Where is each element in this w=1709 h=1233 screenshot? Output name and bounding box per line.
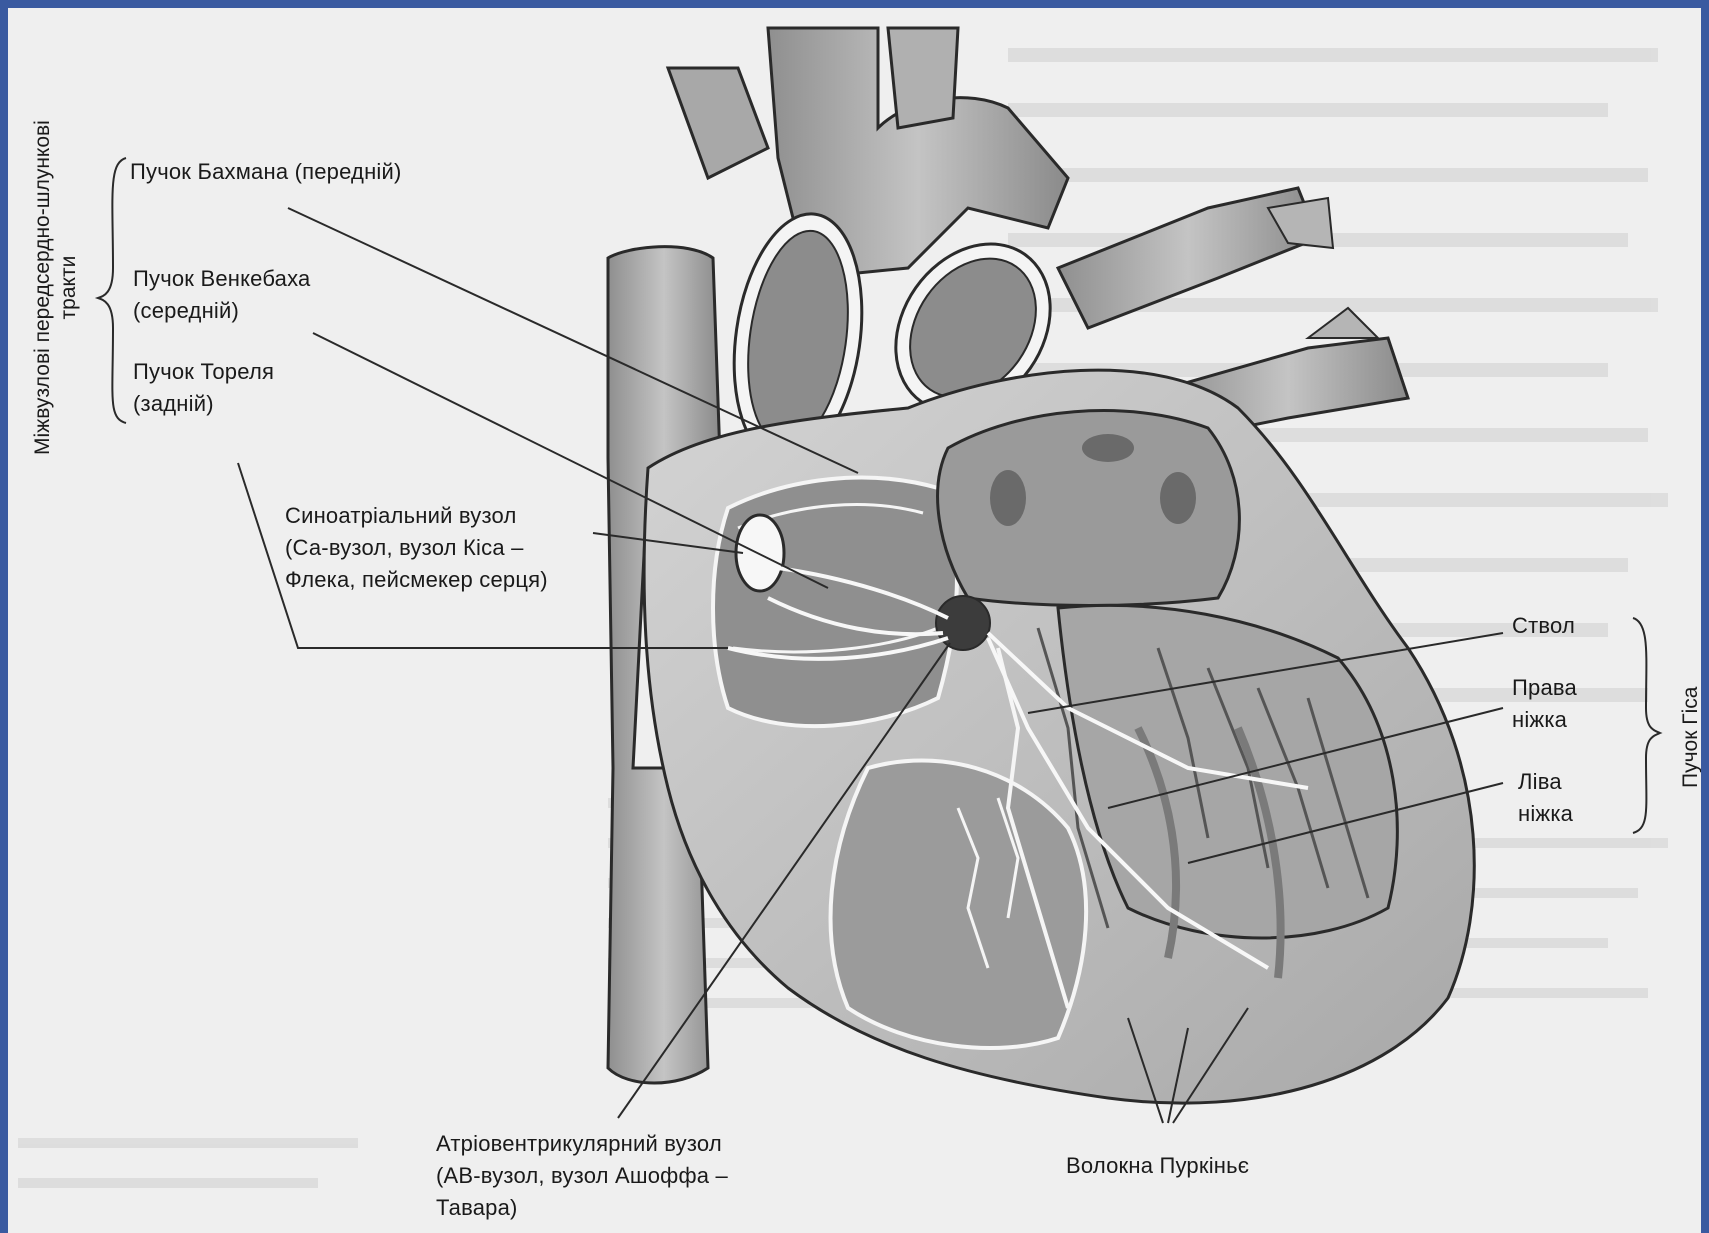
- thorel-line-2: (задній): [133, 388, 274, 420]
- heart-conduction-diagram: [8, 8, 1701, 1233]
- trunk-label: Ствол: [1512, 610, 1575, 642]
- sa-node-line-2: (Са-вузол, вузол Кіса –: [285, 532, 548, 564]
- wenckebach-line-1: Пучок Венкебаха: [133, 263, 311, 295]
- av-node: [936, 596, 990, 650]
- wenckebach-bundle-label: Пучок Венкебаха (середній): [133, 263, 311, 327]
- internodal-tracts-label: Міжвузлові передсердно-шлункові тракти: [30, 120, 82, 455]
- textbook-page: Міжвузлові передсердно-шлункові тракти П…: [8, 8, 1701, 1233]
- left-branch-line-1: Ліва: [1518, 766, 1573, 798]
- thorel-bundle-label: Пучок Тореля (задній): [133, 356, 274, 420]
- purkinje-fibers-label: Волокна Пуркіньє: [1066, 1150, 1249, 1182]
- left-branch-label: Ліва ніжка: [1518, 766, 1573, 830]
- left-branch-line-2: ніжка: [1518, 798, 1573, 830]
- right-branch-label: Права ніжка: [1512, 672, 1577, 736]
- right-branch-line-2: ніжка: [1512, 704, 1577, 736]
- sa-node-line-1: Синоатріальний вузол: [285, 500, 548, 532]
- right-atrium: [713, 478, 957, 727]
- sa-node-label: Синоатріальний вузол (Са-вузол, вузол Кі…: [285, 500, 548, 596]
- av-node-line-3: Тавара): [436, 1192, 728, 1224]
- thorel-line-1: Пучок Тореля: [133, 356, 274, 388]
- right-branch-line-1: Права: [1512, 672, 1577, 704]
- sa-node-line-3: Флека, пейсмекер серця): [285, 564, 548, 596]
- trunk-text: Ствол: [1512, 610, 1575, 642]
- internodal-tracts-line-2: тракти: [56, 120, 82, 455]
- av-node-label: Атріовентрикулярний вузол (АВ-вузол, вуз…: [436, 1128, 728, 1224]
- his-bundle-text: Пучок Гіса: [1678, 687, 1701, 788]
- bachmann-bundle-label: Пучок Бахмана (передній): [130, 156, 402, 188]
- bachmann-bundle-text: Пучок Бахмана (передній): [130, 156, 402, 188]
- left-atrium: [938, 411, 1240, 606]
- wenckebach-line-2: (середній): [133, 295, 311, 327]
- purkinje-fibers-text: Волокна Пуркіньє: [1066, 1150, 1249, 1182]
- av-node-line-2: (АВ-вузол, вузол Ашоффа –: [436, 1160, 728, 1192]
- internodal-tracts-line-1: Міжвузлові передсердно-шлункові: [30, 120, 56, 455]
- top-frame-bar: [0, 0, 1709, 8]
- av-node-line-1: Атріовентрикулярний вузол: [436, 1128, 728, 1160]
- his-bundle-label: Пучок Гіса: [1678, 687, 1701, 788]
